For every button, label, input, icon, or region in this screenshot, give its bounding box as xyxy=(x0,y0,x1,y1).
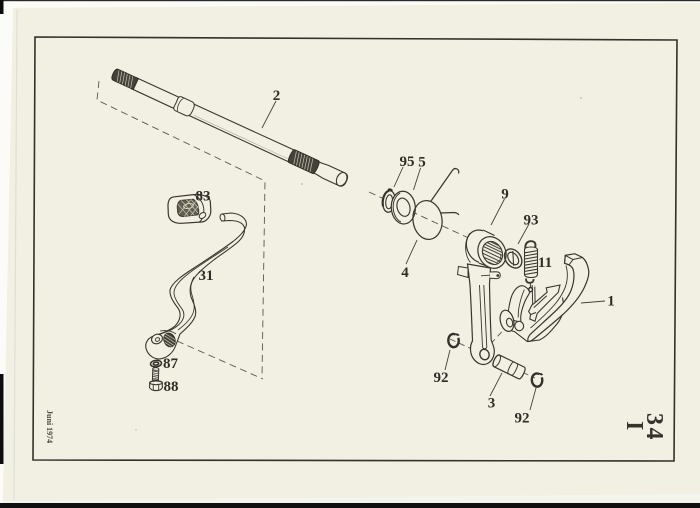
svg-text:9: 9 xyxy=(501,187,509,203)
svg-text:1: 1 xyxy=(607,294,615,310)
svg-text:92: 92 xyxy=(434,370,449,386)
svg-text:83: 83 xyxy=(196,189,211,205)
svg-text:5: 5 xyxy=(418,155,426,171)
svg-text:88: 88 xyxy=(164,379,179,395)
svg-text:3: 3 xyxy=(488,396,496,412)
svg-text:92: 92 xyxy=(515,411,530,427)
svg-text:2: 2 xyxy=(273,88,281,104)
svg-text:Juni 1974: Juni 1974 xyxy=(45,410,54,443)
svg-text:93: 93 xyxy=(524,213,539,229)
svg-text:31: 31 xyxy=(199,268,214,284)
svg-text:I: I xyxy=(621,421,647,430)
svg-text:87: 87 xyxy=(163,356,179,372)
svg-text:95: 95 xyxy=(400,154,415,170)
svg-text:34: 34 xyxy=(641,413,667,442)
svg-text:11: 11 xyxy=(538,255,552,271)
svg-text:4: 4 xyxy=(401,265,409,281)
